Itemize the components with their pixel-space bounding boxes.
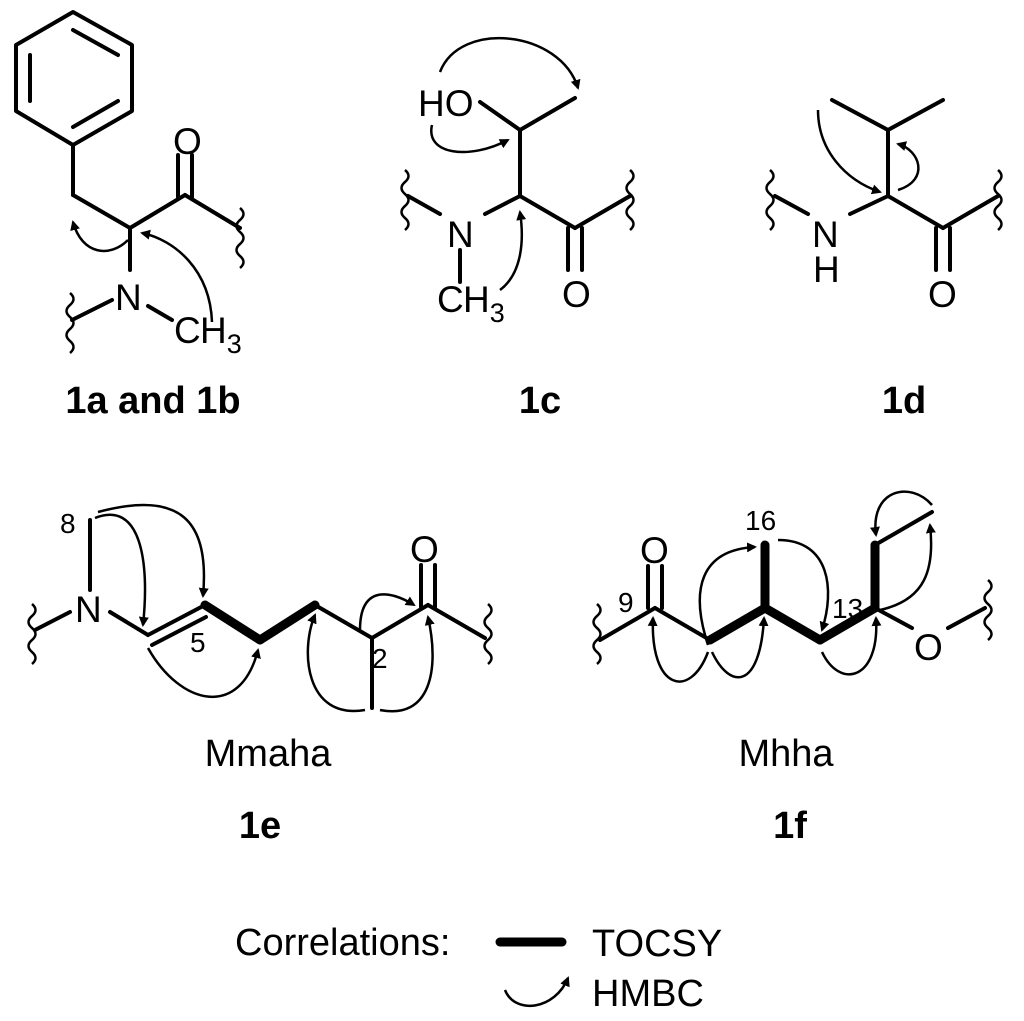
nitrogen-label: N <box>812 214 839 255</box>
legend-title: Correlations: <box>235 922 450 964</box>
hydrogen-letter: H <box>200 310 227 351</box>
wavy-bond <box>592 603 602 665</box>
structure-1f: O O 16 9 13 Mhha 1f <box>592 490 993 847</box>
methyl-hydrogen-label: H3 <box>200 310 242 359</box>
hydrogen-letter: H <box>463 279 490 320</box>
subscript-3: 3 <box>227 329 242 359</box>
position-2-label: 2 <box>372 643 388 674</box>
hmbc-arrow <box>820 616 882 676</box>
ester-oxygen-label: O <box>914 627 943 668</box>
carbonyl-oxygen-label: O <box>928 274 957 315</box>
hmbc-arrow <box>140 229 214 323</box>
hmbc-arrow <box>379 615 435 713</box>
compound-label-1e: 1e <box>239 805 281 847</box>
wavy-bond <box>625 169 635 231</box>
hmbc-arrow <box>647 616 710 683</box>
hmbc-arrow <box>879 523 936 612</box>
carbonyl-oxygen-label: O <box>410 529 439 570</box>
hmbc-arrow <box>358 593 416 631</box>
nitrogen-label: N <box>447 214 474 255</box>
subscript-3: 3 <box>490 298 505 328</box>
wavy-bond <box>483 603 493 665</box>
wavy-bond <box>400 169 410 231</box>
compound-label-1c: 1c <box>519 380 561 422</box>
hmbc-arrow <box>698 542 757 646</box>
residue-name-mhha: Mhha <box>738 733 834 775</box>
hmbc-arrow <box>438 37 581 90</box>
position-16-label: 16 <box>745 505 776 536</box>
hmbc-arrow <box>499 210 527 291</box>
legend-tocsy-label: TOCSY <box>592 923 722 965</box>
hmbc-arrow <box>869 490 933 537</box>
hmbc-arrow <box>777 538 830 632</box>
nitrogen-label: N <box>115 277 142 318</box>
position-8-label: 8 <box>60 508 76 539</box>
position-9-label: 9 <box>618 587 634 618</box>
methyl-carbon-label: C <box>437 279 464 320</box>
residue-name-mmaha: Mmaha <box>205 733 333 775</box>
carbonyl-oxygen-label: O <box>640 530 669 571</box>
methyl-carbon-label: C <box>174 310 201 351</box>
methyl-hydrogen-label: H3 <box>463 279 505 328</box>
wavy-bond <box>27 603 37 665</box>
amide-hydrogen-label: H <box>813 249 840 290</box>
legend-hmbc-label: HMBC <box>592 973 704 1015</box>
compound-label-1d: 1d <box>882 380 926 422</box>
position-13-label: 13 <box>832 593 863 624</box>
wavy-bond <box>765 169 775 231</box>
hmbc-arrow <box>430 124 510 154</box>
carbonyl-oxygen-label: O <box>173 121 202 162</box>
compound-label-1f: 1f <box>773 805 807 847</box>
hmbc-arrow <box>710 616 769 679</box>
legend-hmbc-arrow <box>503 976 570 1008</box>
wavy-bond <box>983 579 993 641</box>
position-5-label: 5 <box>190 627 206 658</box>
structure-1d: N H O 1d <box>765 98 1003 422</box>
structure-1e: N O 8 5 2 Mmaha 1e <box>27 503 493 847</box>
carbonyl-oxygen-label: O <box>562 274 591 315</box>
hmbc-arrow <box>97 503 209 598</box>
wavy-bond <box>993 169 1003 231</box>
structure-1a-1b: O N C H3 1a and 1b <box>14 10 245 422</box>
hmbc-arrow <box>816 109 882 195</box>
hmbc-arrow <box>70 220 129 253</box>
hmbc-arrow <box>306 613 366 713</box>
wavy-bond <box>235 207 245 269</box>
hmbc-arrow <box>146 647 261 699</box>
phenyl-ring <box>14 10 134 147</box>
structure-1c: HO N O C H3 1c <box>400 37 635 422</box>
compound-label-1a-1b: 1a and 1b <box>65 380 240 422</box>
hmbc-arrow <box>896 141 920 192</box>
hmbc-arrow <box>94 513 149 627</box>
legend: Correlations: TOCSY HMBC <box>235 922 722 1015</box>
wavy-bond <box>65 292 75 354</box>
nitrogen-label: N <box>75 589 102 630</box>
hydroxyl-label: HO <box>418 83 474 124</box>
